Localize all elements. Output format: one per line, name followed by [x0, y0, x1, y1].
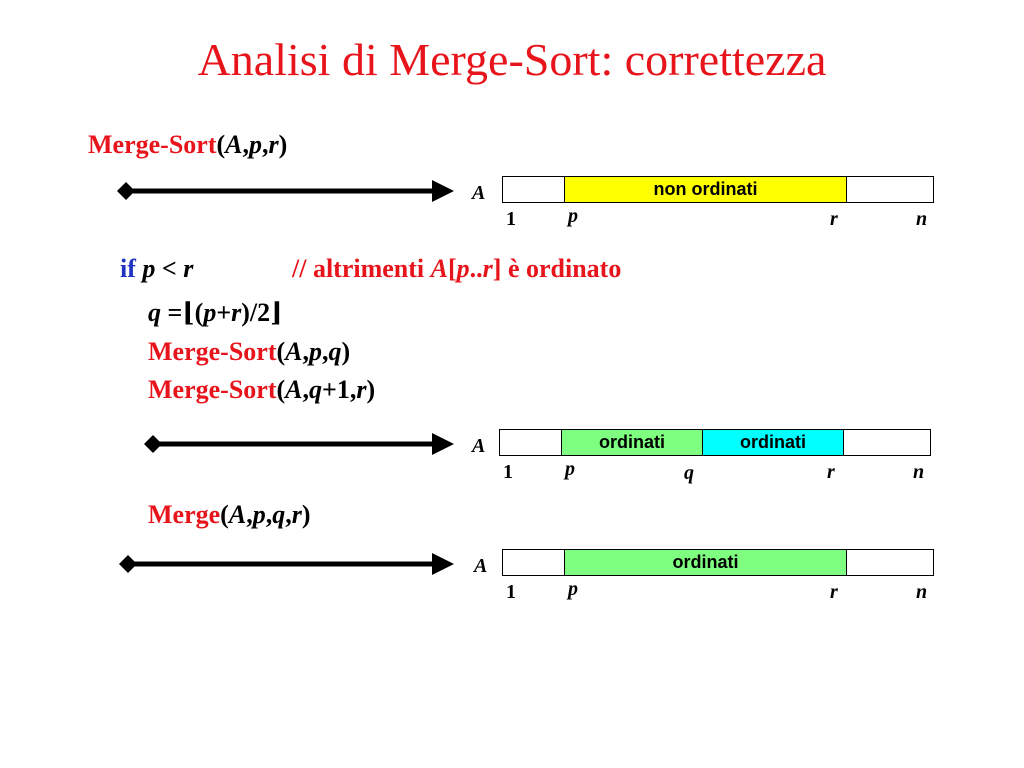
paren: (: [216, 130, 226, 159]
assign-r: r: [231, 298, 242, 327]
function-name: Merge: [148, 500, 221, 529]
index-p: p: [568, 578, 578, 600]
array-segment: [846, 176, 934, 203]
arg-r: r: [356, 375, 367, 404]
index-q: q: [684, 462, 694, 484]
page-title: Analisi di Merge-Sort: correttezza: [197, 34, 827, 85]
array-segment: [502, 176, 564, 203]
comment-dots: ..: [469, 254, 483, 283]
function-name: Merge-Sort: [148, 337, 277, 366]
arg-p: p: [309, 337, 322, 366]
paren: ): [301, 500, 311, 529]
assign-p: p: [203, 298, 217, 327]
cond-op: <: [155, 254, 184, 283]
comma: ,: [285, 500, 292, 529]
arg-q: q: [328, 337, 342, 366]
assign-close: )/2: [241, 298, 271, 327]
cond-r: r: [183, 254, 194, 283]
index-r: r: [827, 461, 835, 483]
arg-q: q: [309, 375, 322, 404]
sorted-segment-left: ordinati: [561, 429, 702, 456]
comma: ,: [265, 500, 273, 529]
comment-line: // altrimenti A[p..r] è ordinato: [292, 253, 621, 285]
comma: ,: [322, 337, 329, 366]
comment-bracket: [: [447, 254, 457, 283]
assign-plus: +: [216, 298, 232, 327]
comment-p: p: [456, 254, 470, 283]
paren: (: [276, 375, 286, 404]
arg-r: r: [268, 130, 279, 159]
paren: ): [278, 130, 288, 159]
array-label: A: [472, 435, 486, 457]
index-p: p: [565, 458, 575, 480]
assign-line: q =⌊(p+r)/2⌋: [148, 297, 282, 329]
arg-p: p: [249, 130, 262, 159]
if-keyword: if: [120, 254, 136, 283]
paren: ): [341, 337, 351, 366]
floor-right: ⌋: [270, 298, 283, 327]
recursive-call-2: Merge-Sort(A,q+1,r): [148, 374, 375, 406]
arg-r: r: [291, 500, 302, 529]
plus-one: +1,: [322, 375, 357, 404]
recursive-call-1: Merge-Sort(A,p,q): [148, 336, 350, 368]
index-n: n: [913, 461, 925, 483]
double-arrow-1: [117, 180, 454, 202]
index-p: p: [568, 205, 578, 227]
index-start: 1: [506, 581, 516, 603]
double-arrow-3: [119, 553, 454, 575]
comma: ,: [302, 337, 310, 366]
array-segment: [499, 429, 561, 456]
arg-q: q: [272, 500, 286, 529]
double-arrow-2: [144, 433, 454, 455]
index-start: 1: [503, 461, 513, 483]
comment-tail: ] è ordinato: [492, 254, 622, 283]
array-label: A: [472, 182, 486, 204]
comment-text: // altrimenti: [292, 254, 431, 283]
paren: (: [276, 337, 286, 366]
arg-a: A: [285, 375, 303, 404]
array-segment: [502, 549, 564, 576]
index-start: 1: [506, 208, 516, 230]
sorted-segment-right: ordinati: [702, 429, 843, 456]
index-r: r: [830, 208, 838, 230]
array-segment: [843, 429, 931, 456]
function-name: Merge-Sort: [88, 130, 217, 159]
unsorted-segment: non ordinati: [564, 176, 846, 203]
paren: (: [220, 500, 229, 529]
comma: ,: [242, 130, 250, 159]
arg-a: A: [228, 500, 247, 529]
merge-sort-header-call: Merge-Sort(A,p,r): [88, 129, 287, 161]
comment-r: r: [482, 254, 493, 283]
floor-left: ⌊: [182, 298, 195, 327]
array-label: A: [474, 555, 488, 577]
index-r: r: [830, 581, 838, 603]
comma: ,: [246, 500, 253, 529]
array-segment: [846, 549, 934, 576]
merge-call: Merge(A,p,q,r): [148, 499, 310, 531]
comma: ,: [262, 130, 269, 159]
function-name: Merge-Sort: [148, 375, 277, 404]
if-line: if p < r: [120, 253, 193, 285]
assign-eq: =: [161, 298, 183, 327]
arg-p: p: [252, 500, 266, 529]
cond-p: p: [142, 254, 156, 283]
index-n: n: [916, 208, 928, 230]
arg-a: A: [225, 130, 243, 159]
index-n: n: [916, 581, 928, 603]
assign-open: (: [194, 298, 204, 327]
sorted-segment: ordinati: [564, 549, 846, 576]
paren: ): [366, 375, 376, 404]
comment-a: A: [430, 254, 448, 283]
assign-q: q: [148, 298, 161, 327]
comma: ,: [302, 375, 310, 404]
arg-a: A: [285, 337, 303, 366]
